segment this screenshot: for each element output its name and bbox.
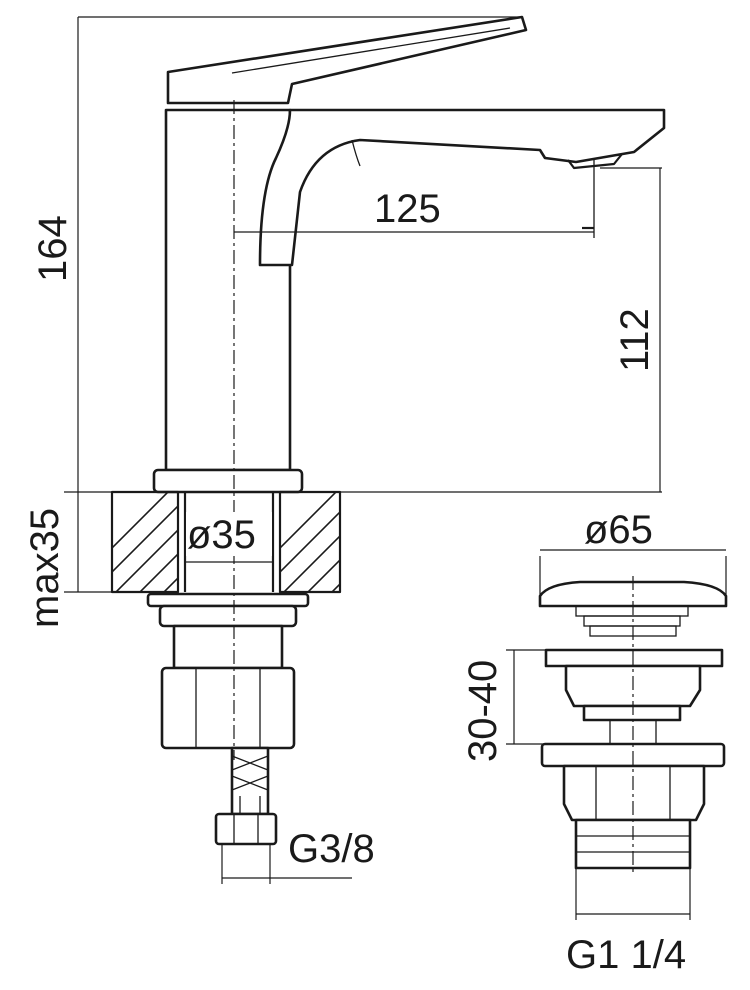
faucet-handle <box>166 15 528 105</box>
faucet <box>152 15 666 494</box>
hose-fitting <box>214 812 278 846</box>
dim-connection-thread: G3/8 <box>221 827 375 884</box>
dim-waste-thread: G1 1/4 <box>566 868 691 977</box>
spout-groove <box>351 139 361 167</box>
dim-waste-cap: ø65 <box>539 508 727 596</box>
label-spout-reach: 125 <box>374 187 441 231</box>
faucet-body <box>164 108 292 472</box>
hatch-right-lines <box>280 492 340 592</box>
dim-waste-adjust: 30-40 <box>461 649 548 762</box>
label-height-total: 164 <box>31 215 75 282</box>
dim-spout-reach: 125 <box>234 187 594 233</box>
dim-height-total: 164 <box>31 16 520 494</box>
label-connection-thread: G3/8 <box>288 827 375 871</box>
dim-max-deck: max35 <box>23 494 148 628</box>
faucet-spout <box>258 108 666 267</box>
label-max-deck: max35 <box>23 508 67 628</box>
label-hole-diameter: ø35 <box>187 513 256 557</box>
countertop-section <box>110 490 342 594</box>
label-spout-height: 112 <box>613 308 657 372</box>
hatch-left-lines <box>112 492 178 592</box>
mounting-assembly <box>146 592 310 846</box>
dim-hole-diameter: ø35 <box>186 512 272 557</box>
label-waste-adjust: 30-40 <box>461 660 505 762</box>
handle-highlight <box>231 27 511 74</box>
label-waste-thread: G1 1/4 <box>566 933 686 977</box>
hatch-left <box>110 490 180 594</box>
mounting-nut <box>160 666 296 750</box>
label-waste-cap: ø65 <box>584 508 653 552</box>
waste-flange <box>544 648 724 668</box>
faucet-base <box>152 468 304 494</box>
waste-valve <box>538 576 728 872</box>
dim-spout-height: 112 <box>300 167 662 493</box>
